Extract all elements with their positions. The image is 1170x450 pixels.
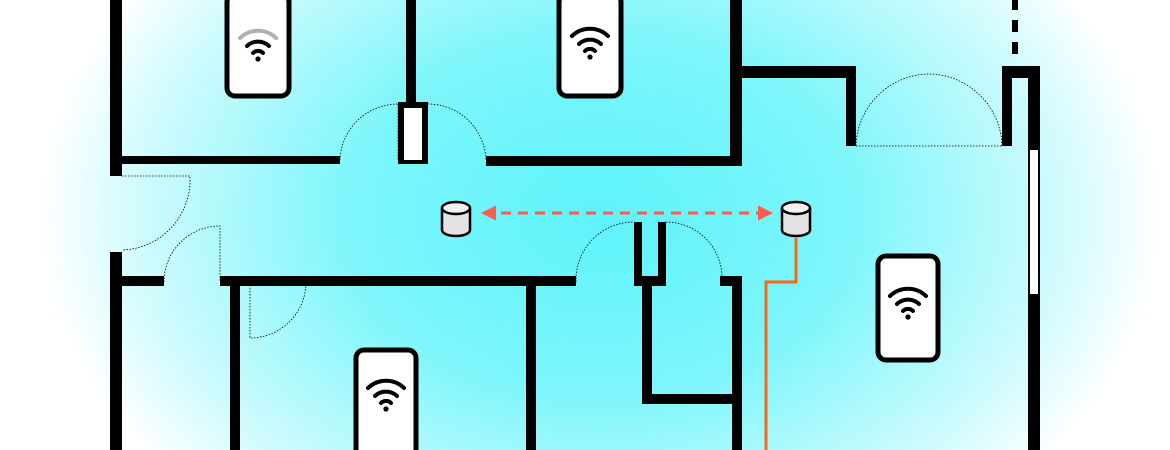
door-swings [121,73,1003,339]
phone-top-left [224,0,292,99]
wifi-icon [570,26,610,60]
wifi-icon [366,378,406,412]
phone-top-center [556,0,624,99]
walls [110,0,1040,450]
mesh-node-left [440,200,472,238]
wifi-icon [888,286,928,320]
mesh-node-right [780,200,812,238]
wifi-icon [238,28,278,62]
ethernet-cable [764,238,798,450]
phone-right [875,253,941,363]
phone-bottom-left [353,347,419,450]
